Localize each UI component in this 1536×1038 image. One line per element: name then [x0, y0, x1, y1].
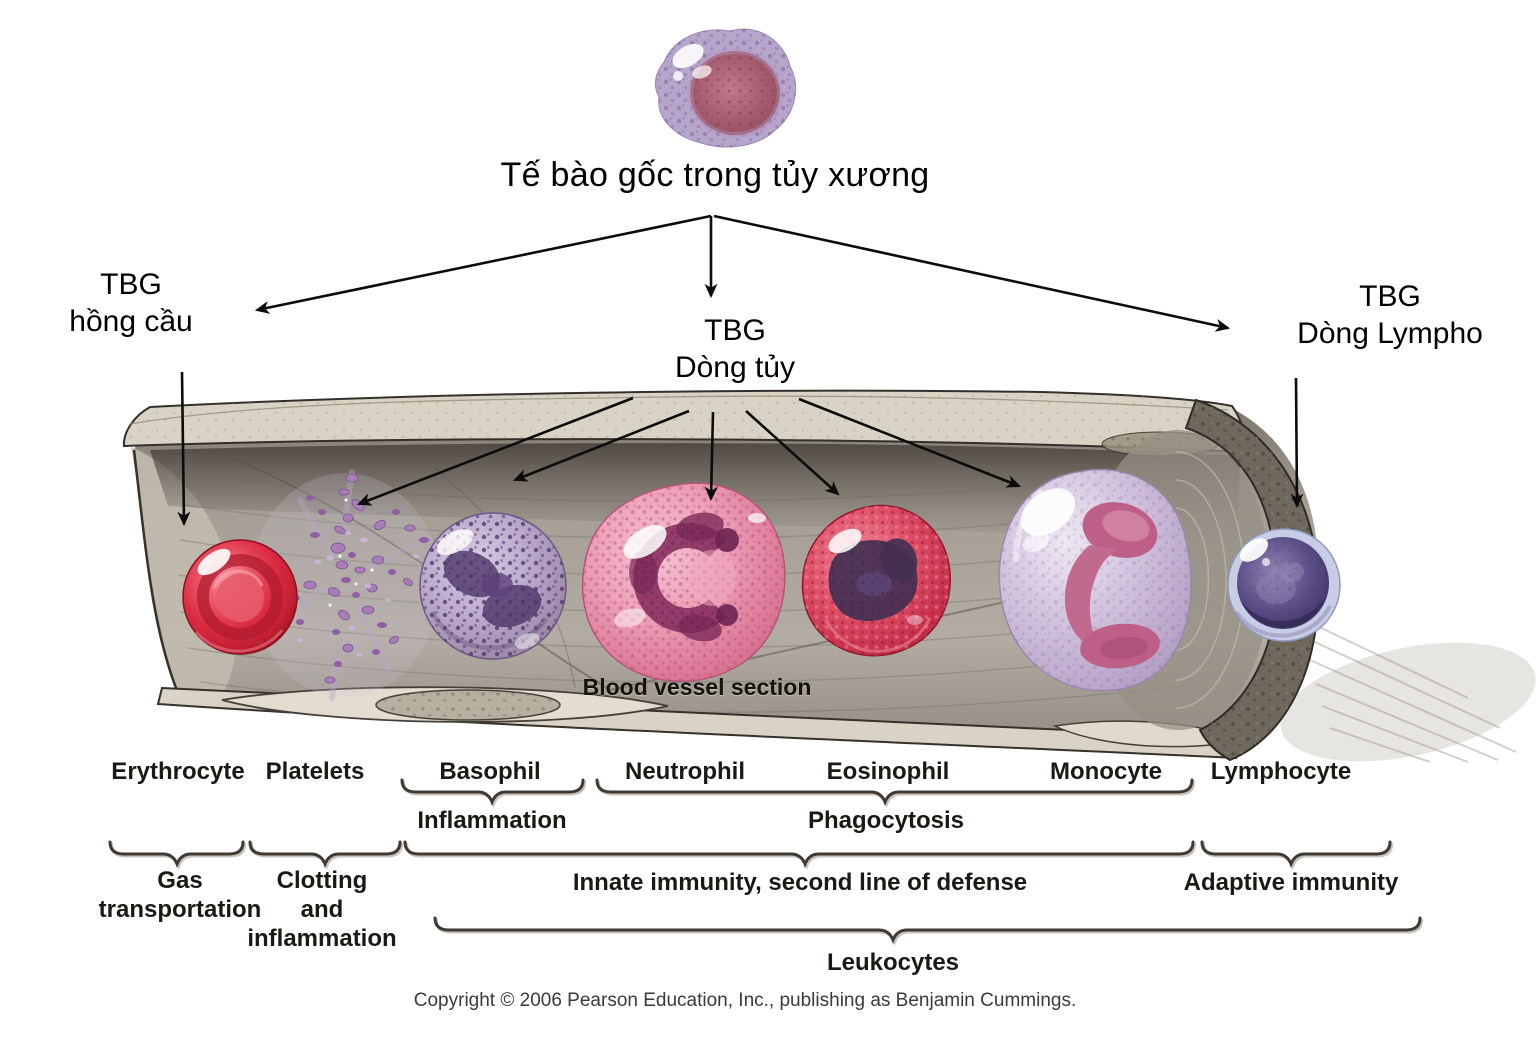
- function-label-leukocytes: Leukocytes: [826, 949, 960, 976]
- cell-label-eosinophil: Eosinophil: [826, 758, 950, 785]
- arrow-stem-to-lymphoid: [713, 214, 1231, 332]
- basophil-cell: [419, 512, 567, 660]
- cell-label-basophil: Basophil: [439, 758, 541, 785]
- erythrocyte-cell: [182, 539, 298, 655]
- vessel-bottom-wall: [156, 686, 1245, 760]
- function-label-clotting: Clotting and inflammation: [247, 866, 396, 953]
- clotting-line2: and: [300, 896, 344, 923]
- arrow-lymphoid-to-lymphocyte: [1290, 377, 1304, 509]
- brace-innate-immunity: [403, 840, 1195, 866]
- cell-label-monocyte: Monocyte: [1049, 758, 1163, 785]
- branch-myeloid-line2: Dòng tủy: [674, 351, 796, 384]
- neutrophil-cell: [581, 482, 786, 683]
- cell-label-erythrocyte: Erythrocyte: [111, 758, 245, 785]
- arrow-stem-to-erythroid: [254, 214, 712, 314]
- arrow-myeloid-to-basophil: [512, 409, 690, 482]
- lymphocyte-cell: [1227, 528, 1341, 642]
- branch-lymphoid-line1: TBG: [1359, 280, 1421, 313]
- branch-lymphoid-line2: Dòng Lympho: [1297, 317, 1483, 350]
- function-label-inflammation: Inflammation: [417, 807, 567, 834]
- vessel-left-opening-edge: [132, 449, 184, 704]
- gas-line1: Gas: [157, 867, 203, 894]
- brace-leukocytes: [433, 916, 1422, 942]
- arrow-myeloid-to-neutrophil: [704, 411, 718, 502]
- branch-erythroid-line2: hồng cầu: [69, 305, 193, 338]
- arrow-myeloid-to-platelets: [356, 396, 634, 506]
- eosinophil-cell: [801, 504, 951, 657]
- vessel-shadow: [1280, 613, 1536, 763]
- gas-line2: transportation: [98, 896, 262, 923]
- branch-myeloid-line1: TBG: [704, 314, 766, 347]
- brace-clotting: [248, 840, 402, 866]
- copyright-text: Copyright © 2006 Pearson Education, Inc.…: [413, 990, 1077, 1011]
- clotting-line1: Clotting: [276, 867, 368, 894]
- cell-label-platelets: Platelets: [265, 758, 365, 785]
- function-label-innate-immunity: Innate immunity, second line of defense: [572, 869, 1028, 896]
- arrow-myeloid-to-monocyte: [798, 397, 1022, 488]
- monocyte-cell: [998, 468, 1192, 692]
- blood-vessel-section-label: Blood vessel section: [582, 674, 812, 700]
- branch-erythroid-line1: TBG: [100, 268, 162, 301]
- stem-cell: [654, 28, 797, 148]
- function-label-gas-transportation: Gas transportation: [99, 866, 262, 924]
- branch-lymphoid-label: TBG Dòng Lympho: [1297, 278, 1483, 352]
- function-label-phagocytosis: Phagocytosis: [807, 807, 965, 834]
- cell-label-lymphocyte: Lymphocyte: [1210, 758, 1352, 785]
- branch-erythroid-label: TBG hồng cầu: [69, 266, 192, 340]
- vessel-top-wall: [122, 389, 1246, 457]
- platelet-speckles: [276, 473, 416, 684]
- brace-gas-transportation: [108, 840, 245, 866]
- function-label-adaptive-immunity: Adaptive immunity: [1183, 869, 1399, 896]
- lineage-arrows: [177, 214, 1304, 527]
- arrow-erythroid-to-erythrocyte: [177, 371, 191, 527]
- branch-myeloid-label: TBG Dòng tủy: [675, 312, 795, 386]
- cell-label-neutrophil: Neutrophil: [625, 758, 745, 785]
- page-title: Tế bào gốc trong tủy xương: [500, 156, 930, 194]
- clotting-line3: inflammation: [247, 925, 397, 952]
- arrow-myeloid-to-eosinophil: [745, 410, 840, 496]
